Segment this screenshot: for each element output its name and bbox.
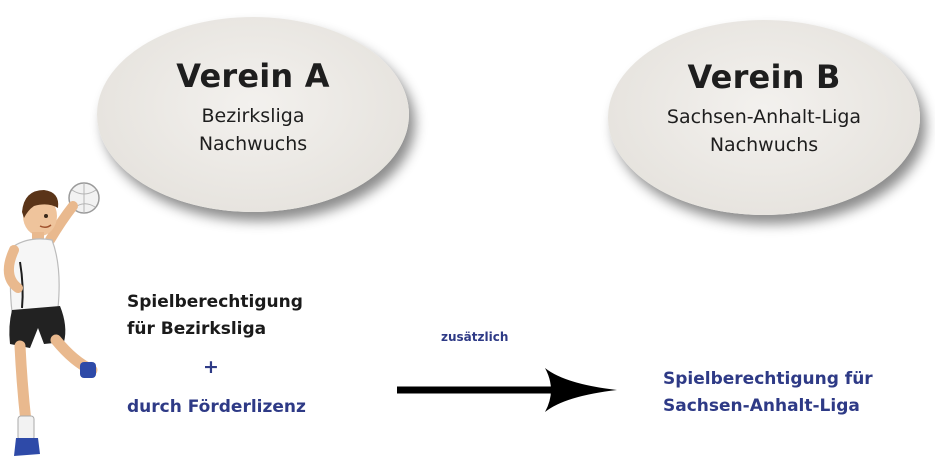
plus-sign: + bbox=[203, 356, 219, 378]
left-fuer-bezirksliga: für Bezirksliga bbox=[127, 319, 267, 339]
arrow-label: zusätzlich bbox=[441, 330, 509, 344]
verein-b-league: Sachsen-Anhalt-Liga bbox=[666, 106, 862, 128]
verein-a-ellipse: Verein A Bezirksliga Nachwuchs bbox=[97, 17, 409, 212]
handball-player-icon bbox=[3, 182, 100, 456]
verein-b-title: Verein B bbox=[687, 58, 841, 96]
right-arrow-icon bbox=[397, 368, 617, 412]
verein-a-title: Verein A bbox=[176, 57, 330, 95]
right-sachsen-anhalt-liga: Sachsen-Anhalt-Liga bbox=[663, 396, 860, 416]
verein-b-ellipse: Verein B Sachsen-Anhalt-Liga Nachwuchs bbox=[608, 20, 920, 215]
left-spielberechtigung: Spielberechtigung bbox=[127, 292, 303, 312]
verein-a-category: Nachwuchs bbox=[198, 133, 308, 155]
verein-a-league: Bezirksliga bbox=[201, 105, 305, 127]
right-spielberechtigung: Spielberechtigung für bbox=[663, 369, 873, 389]
left-foerderlizenz: durch Förderlizenz bbox=[127, 397, 306, 417]
verein-b-category: Nachwuchs bbox=[709, 134, 819, 156]
